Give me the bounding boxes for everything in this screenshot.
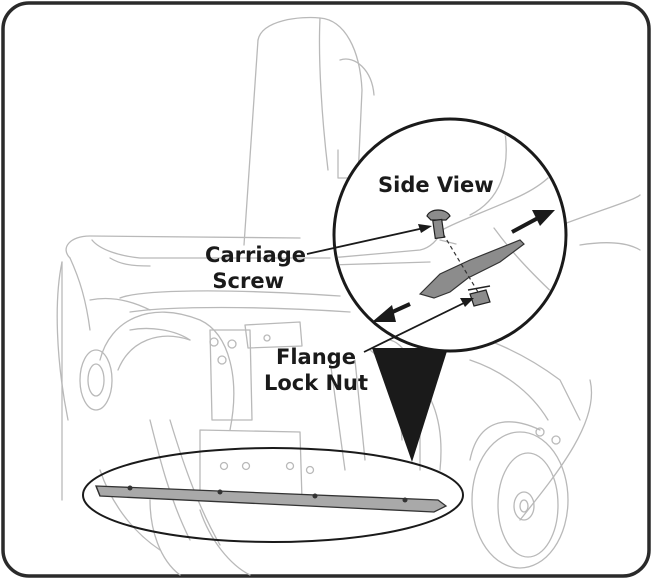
flange-nut-label-line1: Flange (276, 345, 356, 369)
adjustment-arrow-up (511, 210, 555, 234)
shave-plate-bar (95, 485, 448, 513)
zoom-pointer-wedge (372, 348, 448, 462)
scraper-highlight-ellipse (82, 447, 464, 543)
carriage-screw-leader-arrow (418, 224, 432, 233)
flange-nut-leader (363, 301, 467, 353)
carriage-screw-label-line2: Screw (212, 269, 284, 293)
side-view-plate (418, 239, 525, 299)
side-view-callout (332, 117, 568, 353)
adjustment-arrow-down (372, 302, 411, 322)
carriage-screw-leader (306, 227, 425, 255)
flange-nut-leader-arrow (460, 298, 474, 307)
snow-blower-illustration (56, 16, 641, 576)
carriage-screw-label-line1: Carriage (205, 243, 306, 267)
flange-lock-nut-part (467, 285, 491, 307)
flange-nut-label-line2: Lock Nut (264, 371, 368, 395)
carriage-screw-part (426, 209, 451, 240)
side-view-label: Side View (378, 173, 494, 197)
